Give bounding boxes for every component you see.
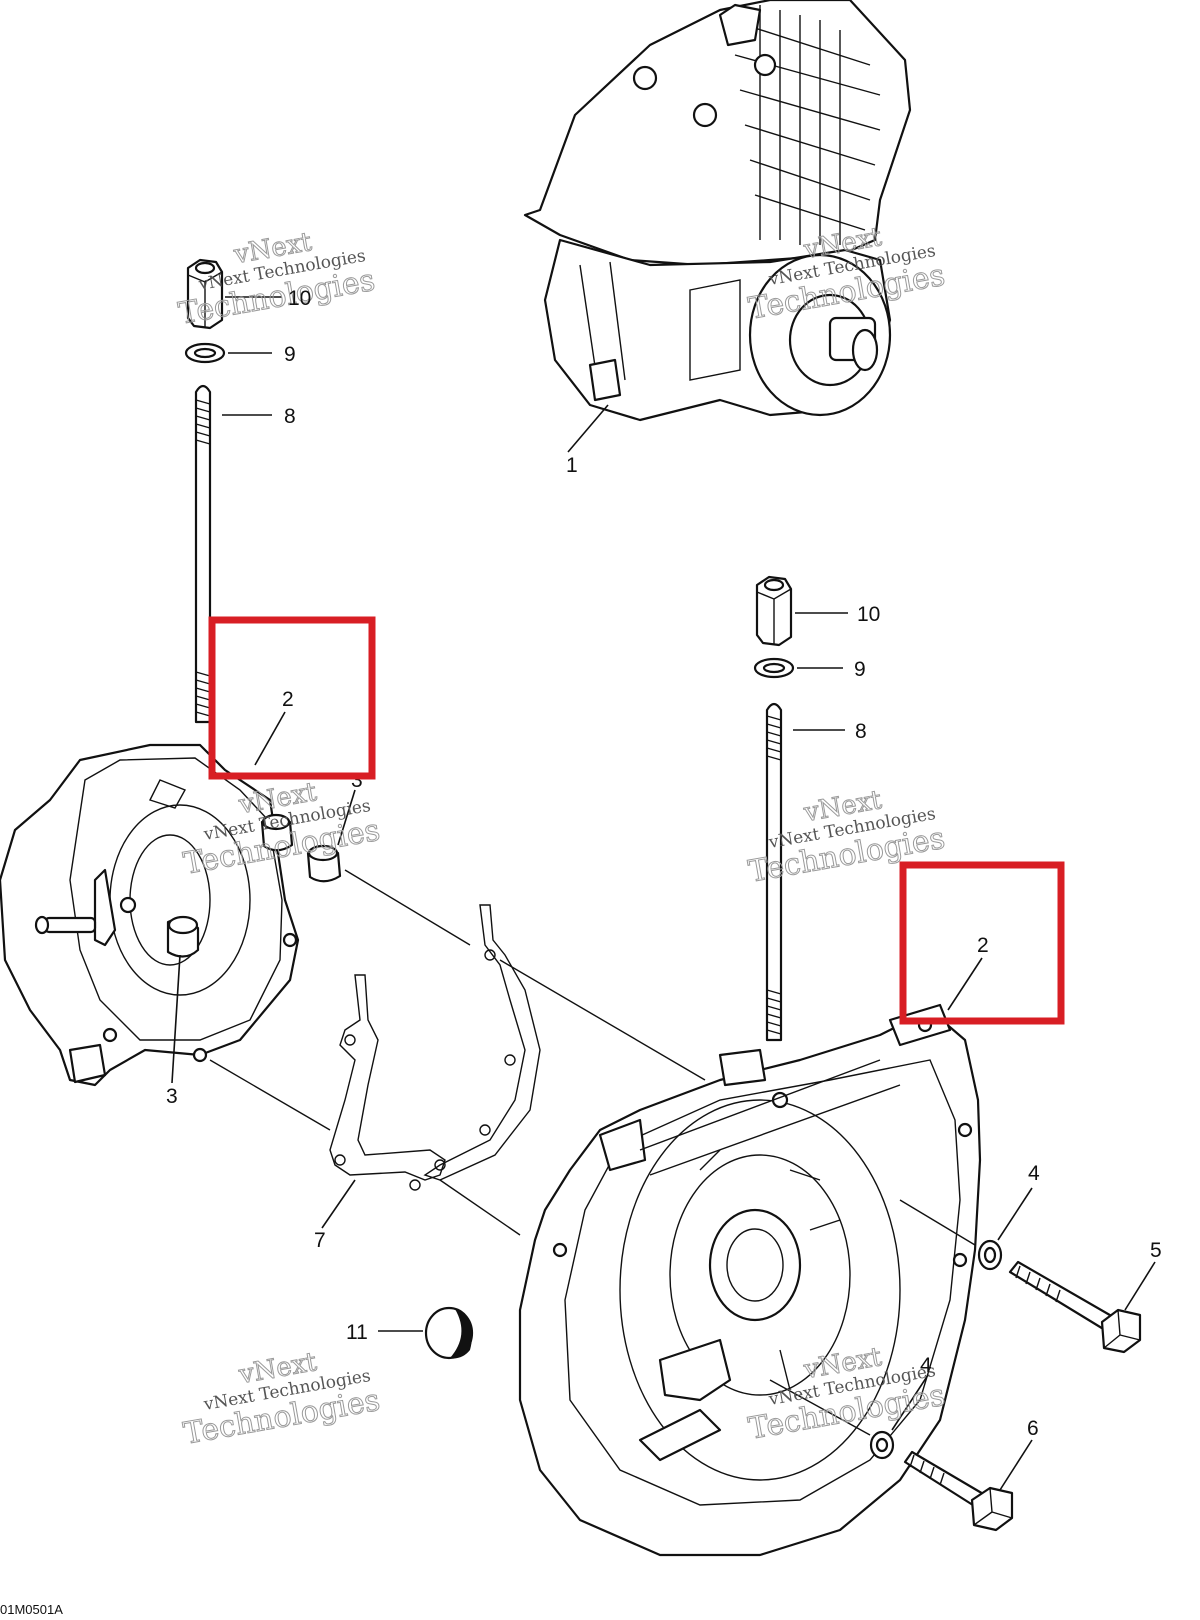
callout-9-left: 9 [284, 343, 296, 366]
left-housing-cover [0, 743, 300, 1087]
alignment-lines [209, 869, 976, 1436]
plug-11 [424, 1306, 474, 1360]
callout-3: 3 [166, 1085, 178, 1108]
callout-7: 7 [314, 1229, 326, 1252]
left-stud-stack [184, 258, 226, 724]
callout-10-right: 10 [857, 603, 880, 626]
highlight-box-left [208, 616, 376, 780]
callout-labels: 1 2 2 3 3 4 4 5 6 7 8 8 9 9 10 10 11 [166, 287, 1162, 1440]
callout-2-left: 2 [282, 688, 294, 711]
highlight-box-right [899, 861, 1065, 1025]
watermark-5: vNext vNext Technologies Technologies [180, 1347, 383, 1453]
callout-6: 6 [1027, 1417, 1039, 1440]
watermark-1: vNext vNext Technologies Technologies [175, 227, 378, 333]
watermark-4: vNext vNext Technologies Technologies [745, 785, 948, 891]
callout-5: 5 [1150, 1239, 1162, 1262]
engine-assembly [523, 0, 912, 422]
gasket-7-right [423, 904, 541, 1181]
stud-8-left [194, 384, 212, 724]
callout-9-right: 9 [854, 658, 866, 681]
main-housing [518, 1003, 982, 1557]
callout-8-left: 8 [284, 405, 296, 428]
callout-2-right: 2 [977, 934, 989, 957]
callout-10-left: 10 [288, 287, 311, 310]
stud-8-right [765, 702, 783, 1042]
callout-1: 1 [566, 454, 578, 477]
right-stud-stack [753, 575, 795, 1042]
callout-4-upper: 4 [1028, 1162, 1040, 1185]
bolt-6 [903, 1450, 1014, 1532]
leader-lines [171, 296, 1156, 1491]
callout-3-top: 3 [351, 769, 363, 792]
bolt-5 [1008, 1260, 1142, 1354]
gasket-7-left [329, 974, 446, 1191]
drawing-code: 01M0501A [0, 1602, 63, 1617]
callout-8-right: 8 [855, 720, 867, 743]
callout-11: 11 [346, 1321, 368, 1344]
callout-4-lower: 4 [920, 1354, 932, 1377]
